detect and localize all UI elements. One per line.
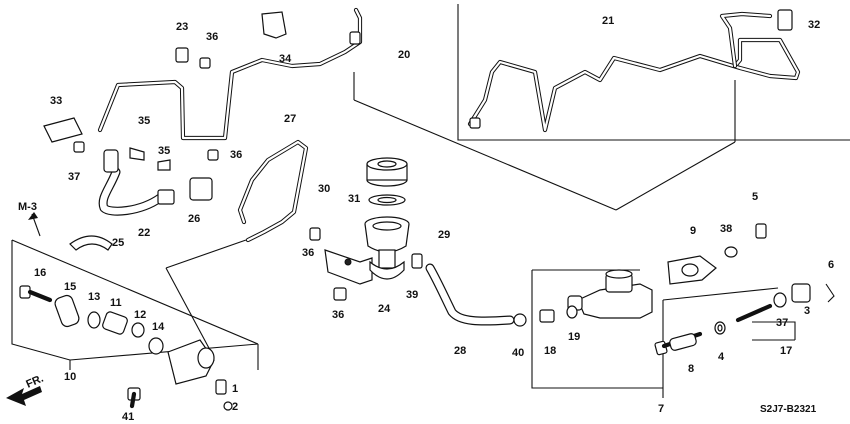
reservoir-29 (364, 216, 410, 269)
callout-35-a: 35 (138, 115, 150, 127)
front-arrow-icon (6, 386, 42, 406)
callout-36-d: 36 (332, 309, 344, 321)
callout-labels: 23 36 34 20 21 32 33 35 35 36 27 37 26 2… (18, 15, 834, 423)
callout-41: 41 (122, 411, 134, 423)
callout-13: 13 (88, 291, 100, 303)
callout-20: 20 (398, 49, 410, 61)
gasket-9 (667, 255, 717, 285)
m3-arrow-icon (28, 212, 41, 237)
section-ref: M-3 (18, 201, 37, 213)
reference-code: S2J7-B2321 (760, 404, 817, 415)
callout-15: 15 (64, 281, 76, 293)
callout-14: 14 (152, 321, 165, 333)
callout-29: 29 (438, 229, 450, 241)
reservoir-cap-30 (366, 157, 408, 187)
callout-28: 28 (454, 345, 466, 357)
direction-label: FR. (24, 373, 45, 391)
callout-19: 19 (568, 331, 580, 343)
pipe-21 (467, 11, 801, 133)
callout-2: 2 (232, 401, 238, 413)
callout-30: 30 (318, 183, 330, 195)
callout-40-a: 39 (406, 289, 418, 301)
callout-4: 4 (718, 351, 725, 363)
bracket-24 (324, 249, 405, 285)
reference-lines (11, 4, 850, 398)
callout-17: 17 (780, 345, 792, 357)
callout-24: 24 (378, 303, 391, 315)
callout-39: 38 (720, 223, 732, 235)
callout-8: 8 (688, 363, 694, 375)
callout-35-b: 35 (158, 145, 170, 157)
slave-cylinder-parts (19, 285, 233, 411)
callout-36-c: 36 (302, 247, 314, 259)
callout-9: 9 (690, 225, 696, 237)
callout-3: 3 (804, 305, 810, 317)
callout-26: 26 (188, 213, 200, 225)
callout-23: 23 (176, 21, 188, 33)
callout-25: 25 (112, 237, 124, 249)
callout-38: 37 (776, 317, 788, 329)
callout-5: 5 (752, 191, 758, 203)
callout-6: 6 (828, 259, 834, 271)
callout-1: 1 (232, 383, 238, 395)
hose-28 (425, 263, 515, 326)
callout-18: 18 (544, 345, 556, 357)
master-cylinder-7 (567, 269, 653, 319)
callout-36: 36 (206, 31, 218, 43)
callout-34: 34 (279, 53, 292, 65)
callout-22: 22 (138, 227, 150, 239)
callout-11: 11 (110, 297, 122, 309)
diaphragm-31 (368, 194, 406, 206)
callout-27: 27 (284, 113, 296, 125)
callout-21: 21 (602, 15, 614, 27)
callout-33: 33 (50, 95, 62, 107)
callout-10: 10 (64, 371, 76, 383)
callout-37: 37 (68, 171, 80, 183)
small-parts-right (513, 223, 835, 335)
callout-40-b: 40 (512, 347, 524, 359)
hose-22 (98, 149, 175, 216)
misc-clips (43, 9, 793, 301)
pipe-27 (237, 139, 309, 243)
callout-12: 12 (134, 309, 146, 321)
callout-36-b: 36 (230, 149, 242, 161)
push-rod-8 (654, 331, 703, 356)
callout-32: 32 (808, 19, 820, 31)
callout-16: 16 (34, 267, 46, 279)
callout-31: 31 (348, 193, 360, 205)
callout-7: 7 (658, 403, 664, 415)
